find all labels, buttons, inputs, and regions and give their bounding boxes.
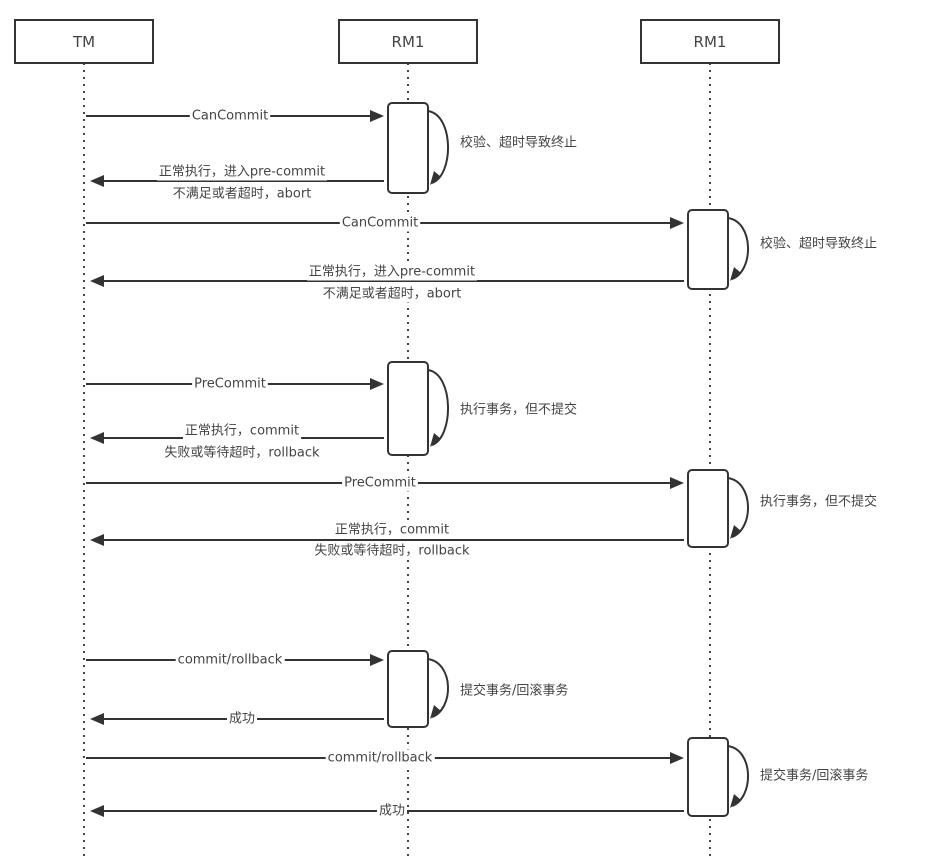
step-can-commit-rm_a: 校验、超时导致终止 CanCommit 正常执行，进入pre-commit 不满足或者… <box>86 102 577 203</box>
participant-rm_a: RM1 <box>338 19 478 64</box>
message-label-backdrop <box>162 443 323 462</box>
arrowhead-icon <box>730 267 741 281</box>
participant-box <box>338 19 478 64</box>
message-label-backdrop <box>175 651 285 669</box>
step-can-commit-rm_b: 校验、超时导致终止 CanCommit 正常执行，进入pre-commit 不满足或者… <box>86 209 877 303</box>
message-label-backdrop <box>182 422 302 440</box>
self-note-label: 校验、超时导致终止 <box>760 236 877 252</box>
request-message: CanCommit <box>86 214 684 232</box>
activation-bar <box>687 469 729 548</box>
self-call-loop <box>727 745 749 807</box>
message-label: CanCommit <box>192 109 268 124</box>
message-label-backdrop <box>306 263 478 281</box>
request-message: CanCommit <box>86 107 384 125</box>
step-do-commit-rm_b: 提交事务/回滚事务 commit/rollback 成功 <box>86 737 868 820</box>
message-label-backdrop <box>376 802 408 820</box>
self-note-label: 提交事务/回滚事务 <box>760 768 868 784</box>
participant-rm_b: RM1 <box>640 19 780 64</box>
arrowhead-icon <box>730 525 741 539</box>
message-label: CanCommit <box>342 216 418 231</box>
participant-label: TM <box>72 33 95 51</box>
activation-bar <box>387 102 429 194</box>
arrowhead-icon <box>430 705 441 719</box>
activation-bar <box>687 737 729 817</box>
activation-bar <box>387 361 429 456</box>
message-label-backdrop <box>325 749 435 767</box>
arrowhead-icon <box>670 217 684 229</box>
message-label-backdrop <box>189 107 271 125</box>
self-note-label: 执行事务，但不提交 <box>760 494 877 510</box>
message-label: PreCommit <box>194 377 266 392</box>
participant-box <box>640 19 780 64</box>
response-message: 成功 <box>90 710 384 728</box>
step-pre-commit-rm_a: 执行事务，但不提交 PreCommit 正常执行，commit 失败或等待超时，rol… <box>86 361 577 462</box>
arrowhead-icon <box>90 713 104 725</box>
activation-bar <box>387 650 429 728</box>
phase-do-commit: 提交事务/回滚事务commit/rollback成功提交事务/回滚事务commi… <box>86 650 868 820</box>
response-message: 正常执行，进入pre-commit 不满足或者超时，abort <box>90 163 384 203</box>
request-message: commit/rollback <box>86 749 684 767</box>
message-label: 失败或等待超时，rollback <box>314 543 470 559</box>
message-label: 成功 <box>379 804 405 819</box>
message-label: 不满足或者超时，abort <box>323 287 462 302</box>
response-message: 正常执行，commit 失败或等待超时，rollback <box>90 422 384 462</box>
self-call-loop <box>427 369 449 446</box>
message-label: 正常执行，commit <box>185 424 299 439</box>
response-message: 正常执行，进入pre-commit 不满足或者超时，abort <box>90 263 684 303</box>
message-label-backdrop <box>332 521 452 539</box>
message-label: 失败或等待超时，rollback <box>164 445 320 461</box>
message-label: 正常执行，进入pre-commit <box>309 265 475 280</box>
self-call-loop <box>727 477 749 538</box>
arrowhead-icon <box>90 175 104 187</box>
phase-pre-commit: 执行事务，但不提交 PreCommit 正常执行，commit 失败或等待超时，rol… <box>86 361 877 560</box>
message-label-backdrop <box>320 285 464 303</box>
self-call-loop <box>727 217 749 280</box>
phase-can-commit: 校验、超时导致终止 CanCommit 正常执行，进入pre-commit 不满足或者… <box>86 102 877 303</box>
message-label-backdrop <box>156 163 328 181</box>
self-note-label: 执行事务，但不提交 <box>460 402 577 418</box>
arrowhead-icon <box>430 433 441 447</box>
message-label: 正常执行，进入pre-commit <box>159 165 325 180</box>
message-label: 成功 <box>229 712 255 727</box>
self-call-loop <box>427 658 449 718</box>
arrowhead-icon <box>370 110 384 122</box>
participant-label: RM1 <box>392 33 425 51</box>
arrowhead-icon <box>90 275 104 287</box>
message-label-backdrop <box>312 541 473 560</box>
message-label-backdrop <box>192 375 268 393</box>
step-pre-commit-rm_b: 执行事务，但不提交 PreCommit 正常执行，commit 失败或等待超时，rol… <box>86 469 877 560</box>
request-message: commit/rollback <box>86 651 384 669</box>
participant-tm: TM <box>14 19 154 64</box>
request-message: PreCommit <box>86 375 384 393</box>
message-label-backdrop <box>226 710 258 728</box>
step-do-commit-rm_a: 提交事务/回滚事务 commit/rollback 成功 <box>86 650 568 728</box>
message-label: PreCommit <box>344 476 416 491</box>
arrowhead-icon <box>370 378 384 390</box>
message-label: commit/rollback <box>328 751 433 766</box>
message-label: 正常执行，commit <box>335 523 449 538</box>
message-label-backdrop <box>342 474 418 492</box>
participant-label: RM1 <box>694 33 727 51</box>
message-label-backdrop <box>339 214 421 232</box>
arrowhead-icon <box>670 477 684 489</box>
self-note-label: 提交事务/回滚事务 <box>460 683 568 699</box>
arrowhead-icon <box>90 534 104 546</box>
message-label: 不满足或者超时，abort <box>173 187 312 202</box>
arrowhead-icon <box>90 805 104 817</box>
response-message: 正常执行，commit 失败或等待超时，rollback <box>90 521 684 560</box>
activation-bar <box>687 209 729 290</box>
arrowhead-icon <box>430 171 441 185</box>
arrowhead-icon <box>730 794 741 808</box>
participant-box <box>14 19 154 64</box>
arrowhead-icon <box>670 752 684 764</box>
self-call-loop <box>427 110 449 184</box>
request-message: PreCommit <box>86 474 684 492</box>
message-label: commit/rollback <box>178 653 283 668</box>
arrowhead-icon <box>370 654 384 666</box>
response-message: 成功 <box>90 802 684 820</box>
self-note-label: 校验、超时导致终止 <box>460 135 577 151</box>
arrowhead-icon <box>90 432 104 444</box>
message-label-backdrop <box>170 185 314 203</box>
